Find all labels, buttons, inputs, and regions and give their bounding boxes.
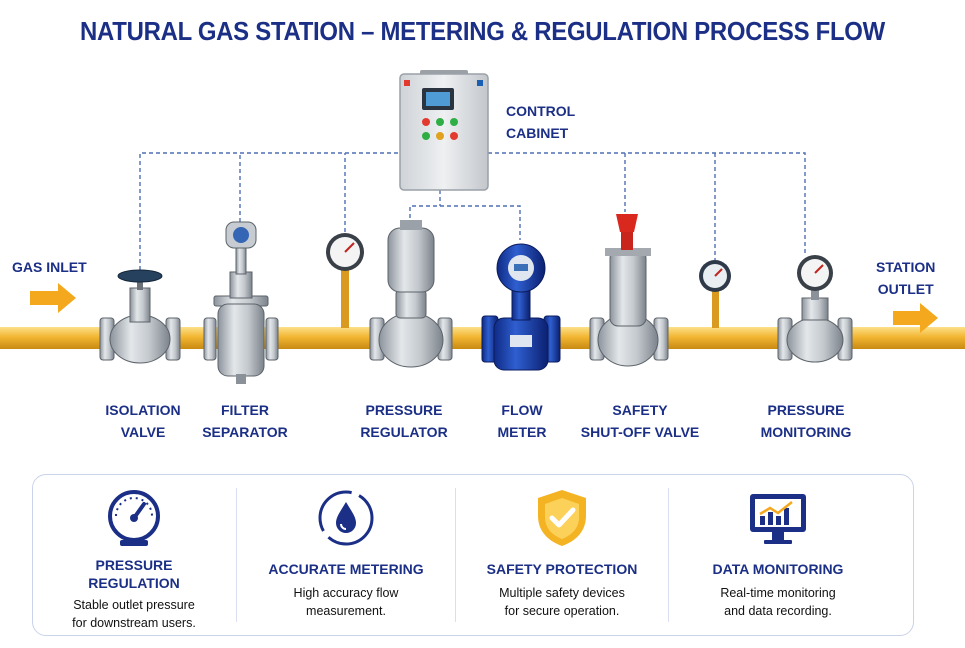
signal-lines [139, 152, 806, 270]
divider [236, 488, 237, 622]
signal-line-isolation [139, 152, 400, 270]
feature-title: SAFETY PROTECTION [486, 561, 638, 577]
process-flow-diagram [0, 70, 965, 384]
page-title: NATURAL GAS STATION – METERING & REGULAT… [80, 16, 885, 46]
control-cabinet [399, 70, 489, 191]
feature-title: ACCURATE METERING [268, 561, 424, 577]
pressure-regulator-device [369, 220, 453, 368]
filter-separator-device [203, 221, 279, 384]
inlet-arrow-icon [30, 283, 76, 313]
feature-description: Stable outlet pressure for downstream us… [72, 598, 196, 630]
safety-shutoff-valve-device [589, 214, 669, 367]
feature-title: DATA MONITORING [712, 561, 844, 577]
feature-data-monitoring: DATA MONITORING Real-time monitoring and… [668, 474, 888, 636]
divider [668, 488, 669, 622]
feature-description: Real-time monitoring and data recording. [720, 586, 836, 618]
pressure-monitoring-device [777, 255, 853, 363]
feature-description: High accuracy flow measurement. [293, 586, 399, 618]
feature-safety-protection: SAFETY PROTECTION Multiple safety device… [452, 474, 672, 636]
station-outlet-label: STATION OUTLET [876, 259, 936, 297]
pressure-gauge-1 [326, 233, 364, 328]
feature-accurate-metering: ACCURATE METERING High accuracy flow mea… [236, 474, 456, 636]
outlet-arrow-icon [893, 303, 938, 333]
gas-inlet-label: GAS INLET [12, 259, 87, 275]
isolation-valve-device [99, 269, 181, 364]
water-drop-icon [318, 490, 374, 546]
shield-check-icon [538, 490, 586, 546]
feature-pressure-regulation: PRESSURE REGULATION Stable outlet pressu… [24, 474, 244, 636]
flow-meter-device [481, 243, 561, 371]
pressure-gauge-2 [699, 260, 731, 328]
signal-line-right [488, 152, 806, 255]
feature-title: PRESSURE REGULATION [88, 557, 180, 591]
feature-description: Multiple safety devices for secure opera… [499, 586, 625, 618]
monitor-chart-icon [750, 494, 806, 544]
divider [455, 488, 456, 622]
signal-line-regulator-meter [409, 205, 521, 240]
gauge-icon [108, 490, 160, 546]
control-cabinet-label: CONTROL CABINET [506, 103, 576, 141]
